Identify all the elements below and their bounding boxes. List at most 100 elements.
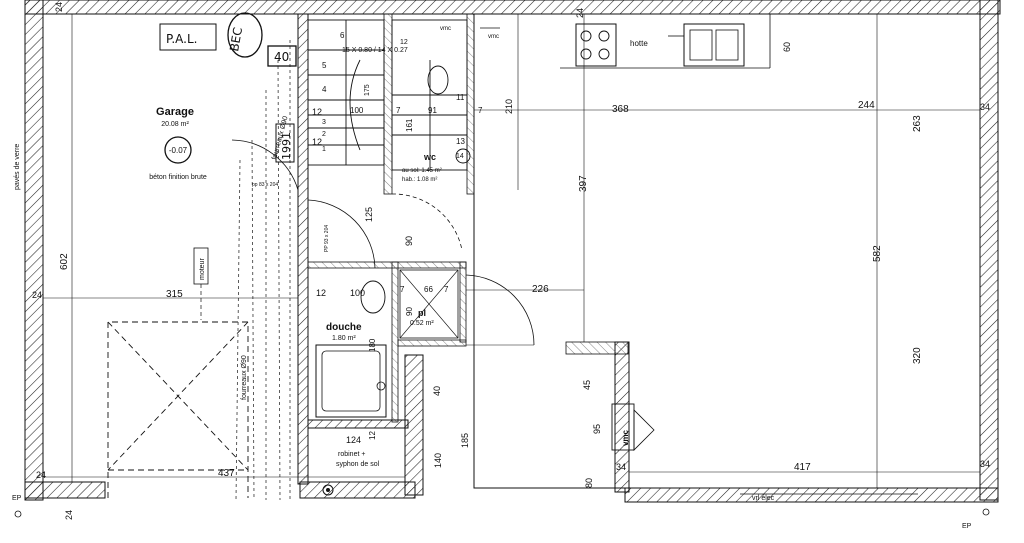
step-1: 1 — [322, 146, 326, 153]
dim-100b: 100 — [350, 288, 365, 298]
dim-7c: 7 — [400, 285, 405, 294]
dim-14: 14 — [456, 153, 464, 160]
bathroom-door-swing — [307, 199, 376, 269]
dim-315: 315 — [166, 289, 183, 300]
dim-91: 91 — [428, 106, 437, 115]
wall-right — [979, 0, 999, 501]
door-ref-1: PP 93 x 204 — [324, 225, 330, 252]
step-13: 13 — [456, 137, 465, 146]
wc-name: wc — [423, 152, 436, 162]
bec-note: BEC — [227, 26, 245, 52]
living-room-outline — [473, 13, 981, 489]
vmc-label-2: vmc — [488, 34, 499, 40]
wall-shower-bottom — [307, 419, 409, 429]
dim-90b: 90 — [405, 307, 414, 316]
garage-name: Garage — [156, 106, 194, 118]
closet-name: pl — [418, 308, 426, 318]
toilet-icon — [427, 65, 449, 95]
dim-60: 60 — [782, 42, 792, 52]
dim-602: 602 — [59, 253, 70, 270]
conduit-sketch — [235, 40, 291, 501]
shower-name: douche — [326, 322, 362, 333]
dim-582: 582 — [872, 245, 883, 262]
glass-blocks-label: pavés de verre — [14, 144, 21, 190]
num-40-note: 40 — [274, 50, 289, 64]
wall-pillar-top — [565, 341, 629, 355]
dim-210: 210 — [504, 99, 514, 114]
dim-7d: 7 — [444, 285, 449, 294]
wall-bottom-left — [24, 481, 106, 499]
hood-label: hotte — [630, 39, 648, 48]
dim-125: 125 — [364, 207, 374, 222]
kitchen: hotte — [560, 14, 771, 69]
wall-bottom-garage — [299, 481, 416, 499]
num-1991-note: 1991 — [280, 132, 293, 160]
vr-elec-label: vrl élec — [752, 495, 775, 502]
wall-pl-bottom — [397, 339, 467, 347]
garage-area: 20.08 m² — [161, 121, 189, 128]
dim-90a: 90 — [404, 236, 414, 246]
door-ref-garage: pp 83 x 204 — [252, 182, 278, 188]
dim-7b: 7 — [478, 106, 483, 115]
conduit-label-2: fourreaux Ø90 — [241, 355, 248, 400]
ep-left-label: EP — [12, 495, 22, 502]
step-2: 2 — [322, 131, 326, 138]
dim-226: 226 — [532, 284, 549, 295]
dim-12c: 12 — [400, 39, 408, 46]
dim-175: 175 — [364, 84, 371, 96]
dim-12b: 12 — [312, 137, 322, 147]
dim-244: 244 — [858, 100, 875, 111]
pal-note: P.A.L. — [166, 32, 198, 46]
motor-label: moteur — [199, 258, 206, 280]
dim-24c: 24 — [36, 470, 46, 480]
wall-stair-right — [383, 13, 393, 195]
dim-320: 320 — [912, 347, 923, 364]
dim-45: 45 — [582, 380, 592, 390]
dim-66: 66 — [424, 285, 433, 294]
stair-spec: 15 X 0.80 / 14 X 0.27 — [342, 47, 408, 54]
garage-door-swing — [231, 139, 299, 191]
garage-level: -0.07 — [169, 146, 188, 155]
dim-34a: 34 — [980, 102, 990, 112]
hob-icon — [575, 23, 617, 67]
kitchen-sink-icon — [683, 23, 745, 67]
wc-fan-icon — [455, 148, 471, 164]
step-5: 5 — [322, 61, 327, 70]
staircase — [307, 19, 468, 171]
wc-area-hab: hab.: 1.08 m² — [402, 177, 437, 183]
walls — [24, 0, 1001, 503]
dim-124: 124 — [346, 435, 361, 445]
wall-bottom-living — [624, 487, 999, 503]
wall-top — [24, 0, 1001, 15]
wall-shower-right — [391, 261, 399, 423]
garage-finish: béton finition brute — [149, 174, 207, 181]
car-outline — [107, 321, 249, 498]
closet: pl 0.52 m² — [399, 269, 459, 339]
dim-368: 368 — [612, 104, 629, 115]
step-11: 11 — [456, 93, 465, 102]
step-3: 3 — [322, 119, 326, 126]
dim-95: 95 — [592, 424, 602, 434]
wall-pl-right — [459, 261, 467, 343]
dim-34c: 34 — [616, 462, 626, 472]
closet-area: 0.52 m² — [410, 320, 434, 327]
wc-door-swing — [391, 193, 463, 251]
sink-icon — [360, 280, 386, 314]
dim-12d: 12 — [316, 288, 326, 298]
wall-garage-partition — [297, 13, 309, 485]
dim-24d: 24 — [64, 510, 74, 520]
dim-180: 180 — [368, 338, 377, 352]
syphon-label: syphon de sol — [336, 461, 380, 468]
dim-140: 140 — [433, 453, 443, 468]
floor-drain-icon — [322, 484, 334, 496]
ep-right-label: EP — [962, 523, 972, 530]
vmc-box-label: vmc — [621, 429, 630, 446]
dim-7a: 7 — [396, 106, 401, 115]
dim-100a: 100 — [350, 106, 364, 115]
dim-24b: 24 — [32, 290, 42, 300]
dim-437: 437 — [218, 468, 235, 479]
shower-room: douche 1.80 m² — [315, 280, 387, 418]
wall-wc-right — [466, 13, 475, 195]
dim-12e: 12 — [368, 431, 377, 440]
